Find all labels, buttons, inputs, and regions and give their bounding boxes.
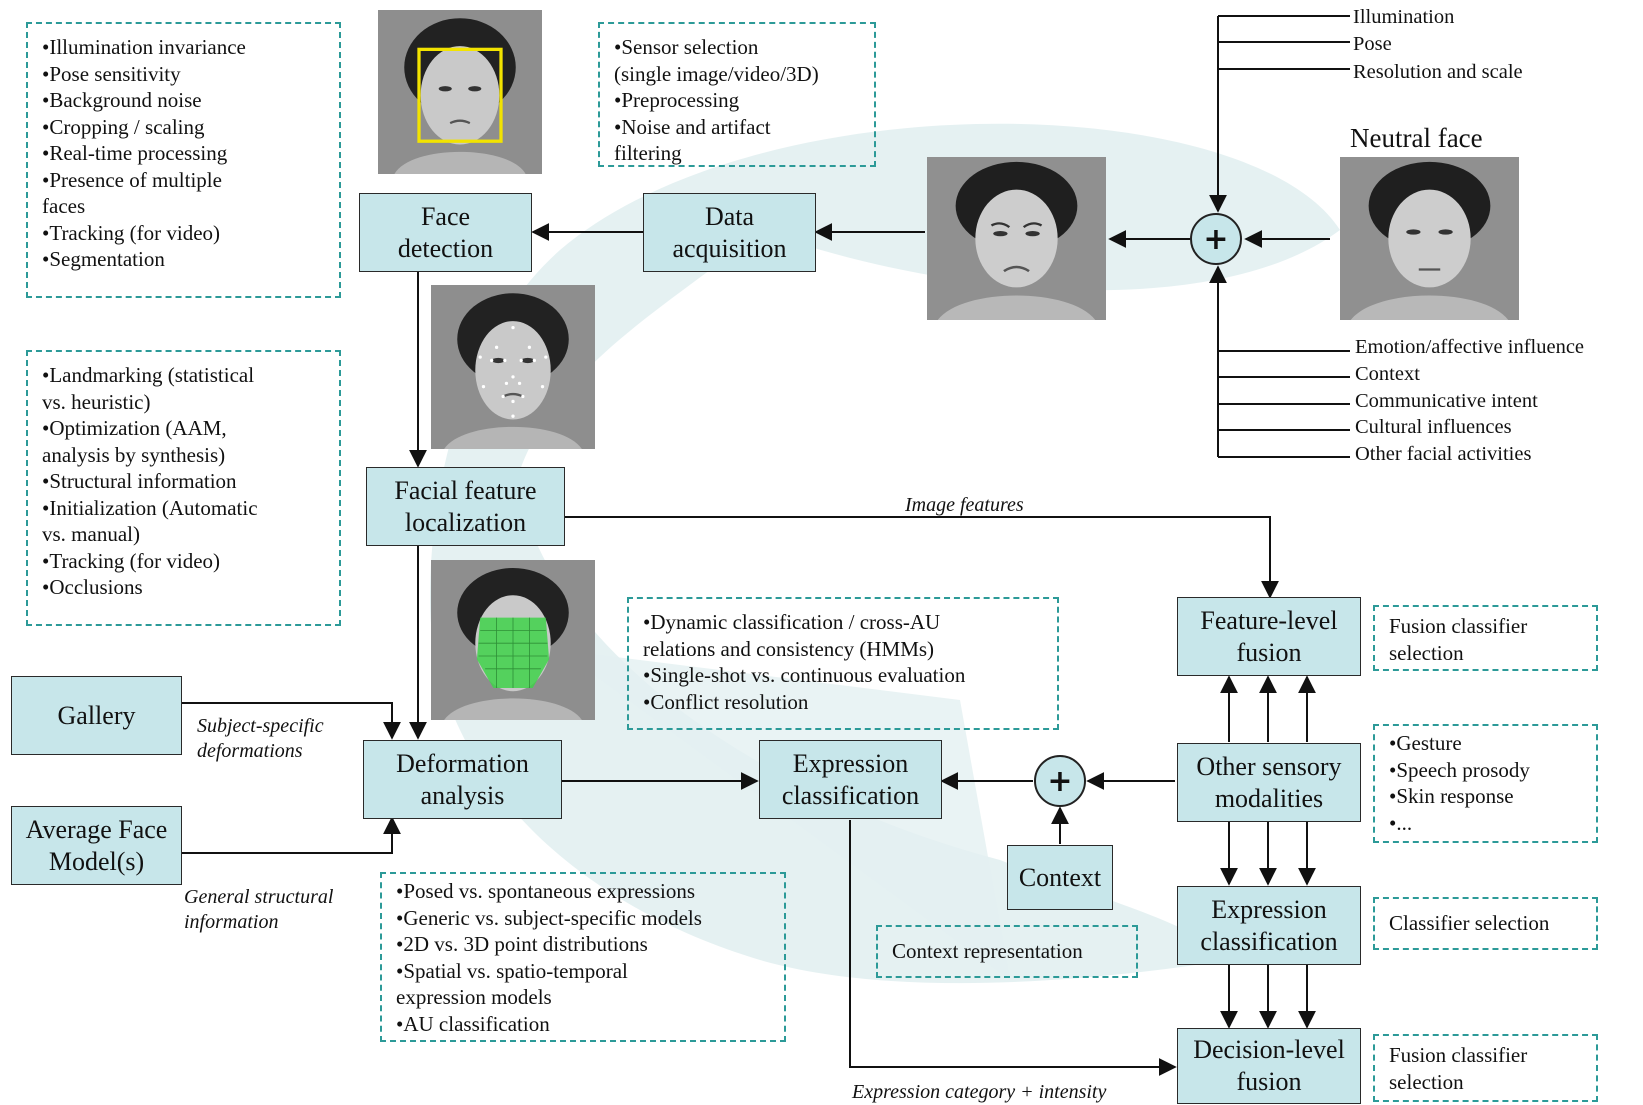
face-with-landmarks-photo <box>431 285 595 449</box>
note-fusion-classifier-bottom: Fusion classifier selection <box>1373 1034 1598 1102</box>
arrow-classification-to-decision-fusion <box>849 820 1177 1076</box>
background-flow-swoosh <box>430 123 1340 984</box>
data-acquisition-box: Data acquisition <box>643 193 816 272</box>
feature-level-fusion-box: Feature-level fusion <box>1177 597 1361 676</box>
influence-pose: Pose <box>1353 33 1392 55</box>
expressive-face-photo <box>927 157 1106 320</box>
influence-emotion: Emotion/affective influence <box>1355 336 1585 358</box>
sum-node-top: + <box>1190 213 1242 265</box>
context-box: Context <box>1007 845 1113 910</box>
note-classification-issues: •Dynamic classification / cross-AU relat… <box>627 597 1059 730</box>
edge-label-expression-category: Expression category + intensity <box>852 1081 1107 1103</box>
edge-label-image-features: Image features <box>905 494 1024 516</box>
other-sensory-modalities-box: Other sensory modalities <box>1177 743 1361 822</box>
influence-communicative-intent: Communicative intent <box>1355 390 1538 412</box>
arrow-image-features <box>565 516 1279 599</box>
arrow-average-model-to-deformation <box>182 816 401 854</box>
face-with-bounding-box-photo <box>378 10 542 174</box>
decision-level-fusion-box: Decision-level fusion <box>1177 1028 1361 1104</box>
neutral-face-title: Neutral face <box>1350 123 1483 153</box>
neutral-face-photo <box>1340 157 1519 320</box>
note-fusion-classifier-top: Fusion classifier selection <box>1373 605 1598 671</box>
note-face-detection-issues: •Illumination invariance •Pose sensitivi… <box>26 22 341 298</box>
facial-feature-localization-box: Facial feature localization <box>366 467 565 546</box>
influence-cultural: Cultural influences <box>1355 416 1512 438</box>
note-modalities: •Gesture •Speech prosody •Skin response … <box>1373 724 1598 843</box>
influence-other-facial-activities: Other facial activities <box>1355 443 1532 465</box>
average-face-model-box: Average Face Model(s) <box>11 806 182 885</box>
influence-context: Context <box>1355 363 1420 385</box>
note-deformation-issues: •Posed vs. spontaneous expressions •Gene… <box>380 872 786 1042</box>
influence-illumination: Illumination <box>1353 6 1455 28</box>
edge-label-general-structural: General structural information <box>184 886 334 933</box>
note-localization-issues: •Landmarking (statistical vs. heuristic)… <box>26 350 341 626</box>
influence-resolution-scale: Resolution and scale <box>1353 61 1523 83</box>
sum-node-bottom: + <box>1034 755 1086 807</box>
arrow-gallery-to-deformation <box>182 702 401 740</box>
expression-classification-right-box: Expression classification <box>1177 886 1361 965</box>
face-detection-box: Face detection <box>359 193 532 272</box>
note-context-representation: Context representation <box>876 925 1138 978</box>
face-with-mesh-photo <box>431 560 595 720</box>
note-acquisition-issues: •Sensor selection (single image/video/3D… <box>598 22 876 167</box>
edge-label-subject-specific: Subject-specific deformations <box>197 715 324 762</box>
deformation-analysis-box: Deformation analysis <box>363 740 562 819</box>
note-classifier-selection: Classifier selection <box>1373 897 1598 950</box>
expression-classification-main-box: Expression classification <box>759 740 942 819</box>
gallery-box: Gallery <box>11 676 182 755</box>
